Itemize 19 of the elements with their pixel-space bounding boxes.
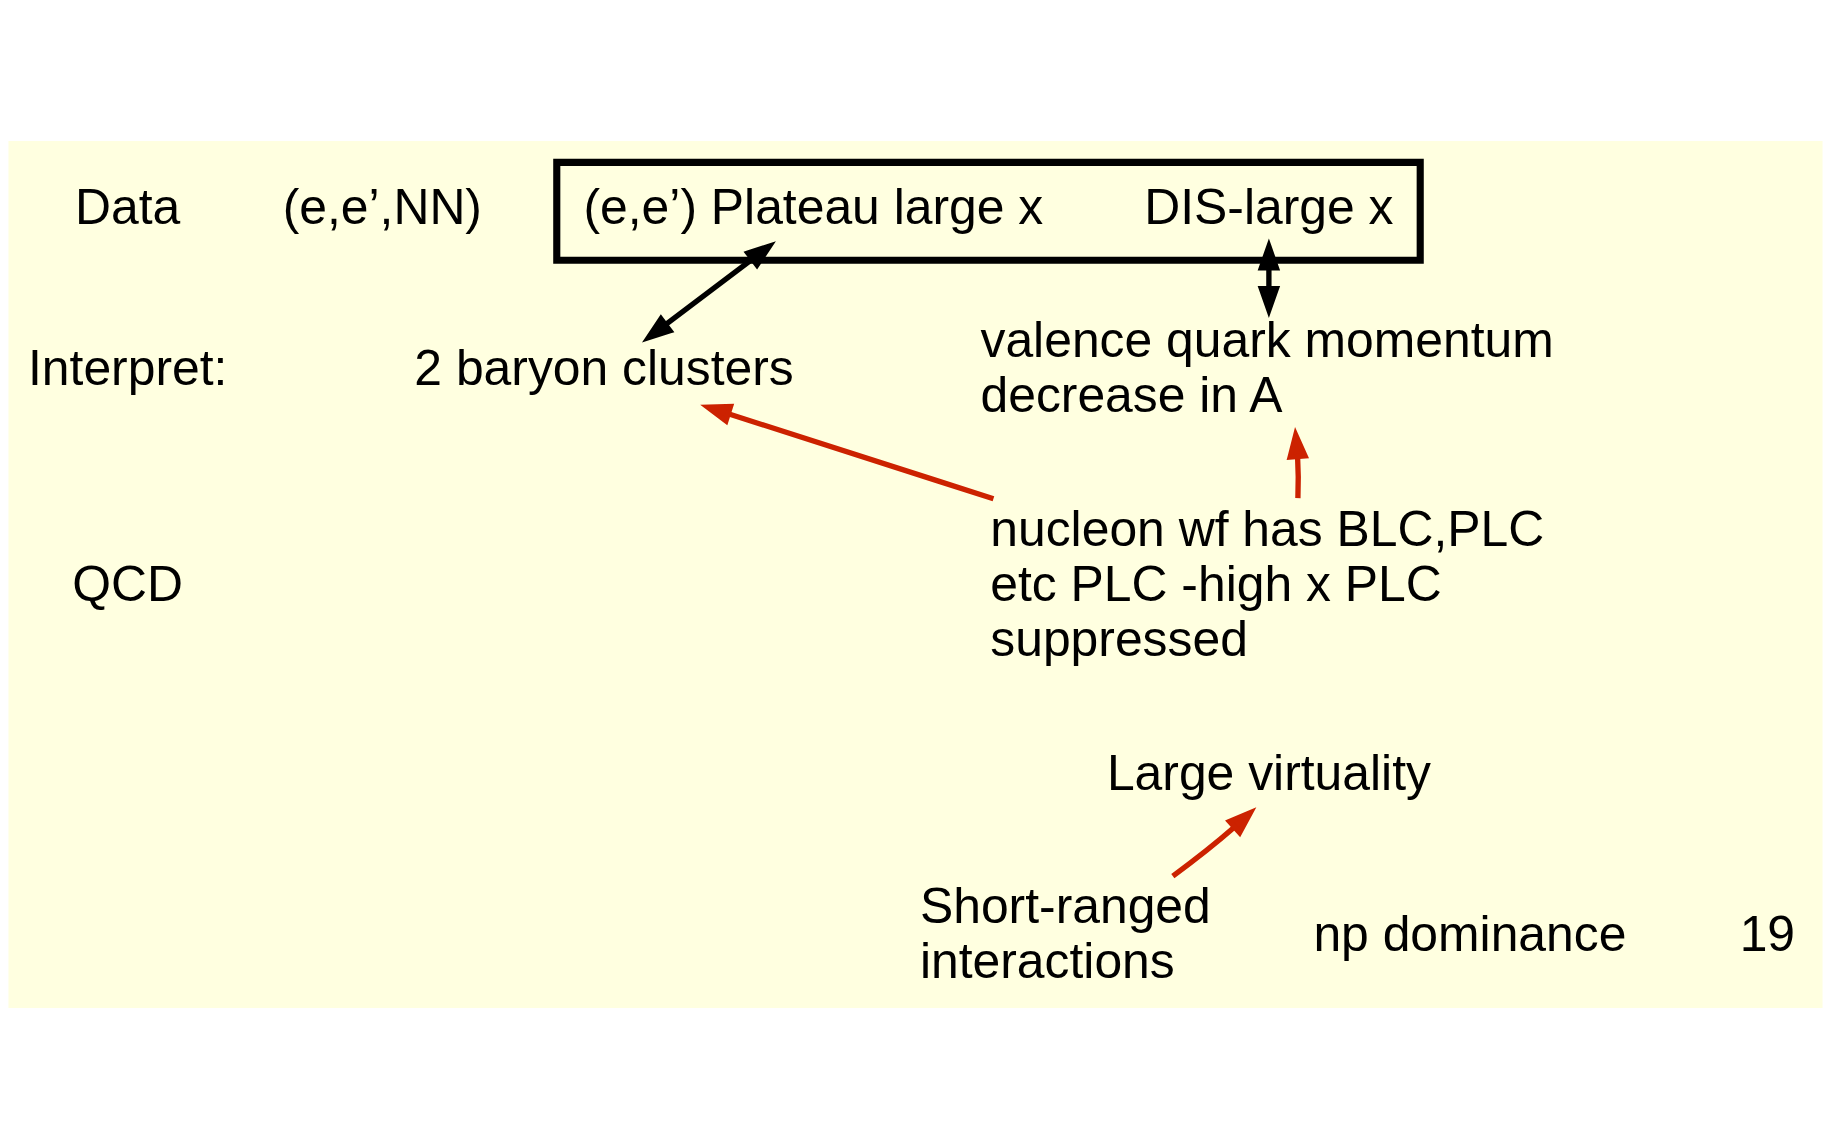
node-text: (e,e’) Plateau large x xyxy=(583,178,1044,235)
node-text: nucleon wf has BLC,PLC etc PLC -high x PLC suppressed xyxy=(990,500,1545,667)
node-text: np dominance xyxy=(1313,905,1627,962)
arrow xyxy=(1257,237,1281,318)
arrow xyxy=(1171,806,1257,878)
label: (e,e’,NN) xyxy=(282,178,482,235)
label: Interpret: xyxy=(28,339,228,396)
label: Data xyxy=(75,178,181,235)
node-text: DIS-large x xyxy=(1144,178,1394,235)
node-text: 2 baryon clusters xyxy=(414,339,794,396)
arrow xyxy=(700,403,995,501)
arrow xyxy=(642,240,776,343)
label: 19 xyxy=(1739,905,1796,962)
arrow xyxy=(1286,426,1309,498)
node-text: Short-ranged interactions xyxy=(919,877,1211,989)
node-text: Large virtuality xyxy=(1106,744,1431,801)
cluster xyxy=(553,158,1424,264)
node-text: valence quark momentum decrease in A xyxy=(980,311,1554,423)
label: QCD xyxy=(72,555,184,612)
